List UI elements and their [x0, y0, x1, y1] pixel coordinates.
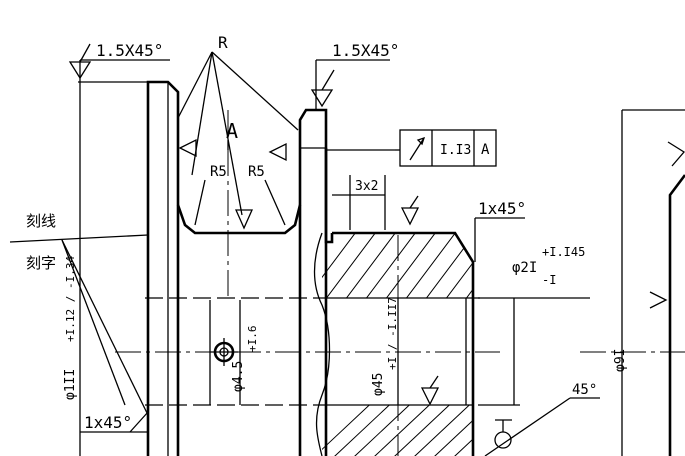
dimension-lines: [9, 43, 685, 456]
dia-far-right-label: φ9I: [613, 349, 628, 372]
chamfer-bottom-left-label: 1x45°: [84, 413, 132, 432]
chamfer-right-label: 1.5X45°: [332, 41, 399, 60]
r5-right-label: R5: [248, 164, 265, 180]
dia-bore-label: φ45: [371, 373, 386, 396]
angle-bottom-label: 45°: [572, 382, 597, 398]
dia-hole-tol: +I.6: [246, 326, 259, 353]
dia-bore-tol: +I / -I.II7: [386, 297, 399, 370]
part-outline: [146, 80, 480, 456]
dia-hole-label: φ4.5: [231, 361, 246, 392]
section-mark: A: [226, 119, 238, 143]
tolerance-datum: A: [481, 142, 490, 158]
dia-left-label: φ1II: [63, 369, 78, 400]
tolerance-value: I.I3: [440, 143, 471, 158]
left-note-2: 刻字: [26, 254, 56, 272]
dia-left-tol: +I.12 / -I.34: [64, 256, 77, 342]
hatch-lower: [322, 405, 473, 456]
hole-symbol: [210, 338, 238, 366]
dia-right-upper: +I.I45: [542, 245, 585, 259]
hatch-upper: [322, 233, 473, 298]
chamfer-left-label: 1.5X45°: [96, 41, 163, 60]
dia-right-base: φ2I: [512, 260, 537, 276]
radius-label: R: [218, 33, 228, 52]
groove-size-label: 3x2: [355, 179, 378, 194]
geometric-tolerance-frame: I.I3 A: [399, 129, 497, 167]
r5-left-label: R5: [210, 164, 227, 180]
chamfer-top-right-label: 1x45°: [478, 199, 526, 218]
dia-right-lower: -I: [542, 273, 556, 287]
labels: 1.5X45° R 1.5X45° A R5 R5 3x2 1x45° +I.I…: [26, 33, 628, 432]
left-note-1: 刻线: [26, 212, 56, 230]
